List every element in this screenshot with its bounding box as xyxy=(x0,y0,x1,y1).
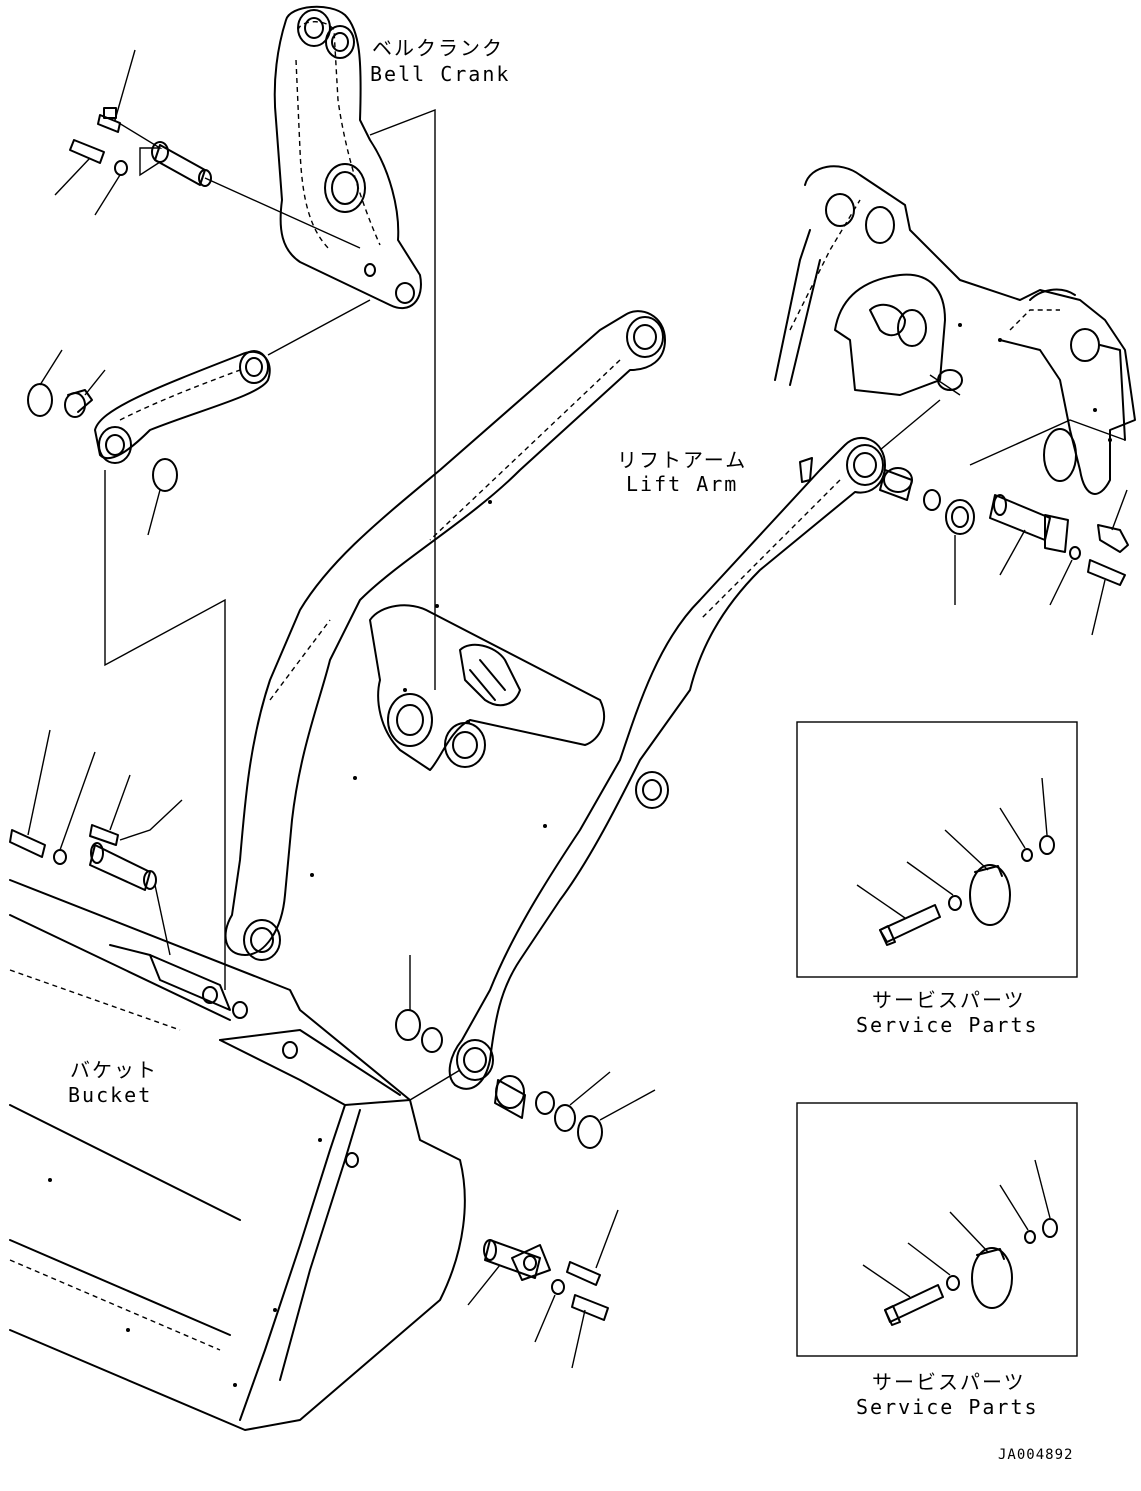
bucket-link-pin-assembly xyxy=(9,729,183,956)
front-frame xyxy=(774,165,1136,495)
bucket-link xyxy=(27,299,371,990)
bucket xyxy=(9,879,466,1431)
bell-crank-label-en: Bell Crank xyxy=(370,62,511,86)
service-parts-box-2 xyxy=(796,1102,1078,1357)
bell-crank-pin-assembly xyxy=(54,49,361,249)
service-parts-2-label-jp: サービスパーツ xyxy=(872,1370,1026,1394)
bell-crank xyxy=(273,5,422,310)
bucket-label-en: Bucket xyxy=(68,1083,153,1107)
service-parts-1-label-jp: サービスパーツ xyxy=(872,988,1026,1012)
bucket-label-jp: バケット xyxy=(70,1058,158,1082)
arm-top-pin-assembly xyxy=(879,399,1129,636)
drawing-code: JA004892 xyxy=(998,1447,1074,1463)
service-parts-1-label-en: Service Parts xyxy=(856,1013,1039,1037)
arm-bottom-pin-assembly xyxy=(395,955,656,1369)
service-parts-2-label-en: Service Parts xyxy=(856,1395,1039,1419)
lift-arm-label-jp: リフトアーム xyxy=(617,448,748,472)
lift-arm-label-en: Lift Arm xyxy=(626,472,739,496)
lift-arm xyxy=(224,310,886,1090)
bell-crank-label-jp: ベルクランク xyxy=(372,36,504,60)
service-parts-box-1 xyxy=(796,721,1078,978)
